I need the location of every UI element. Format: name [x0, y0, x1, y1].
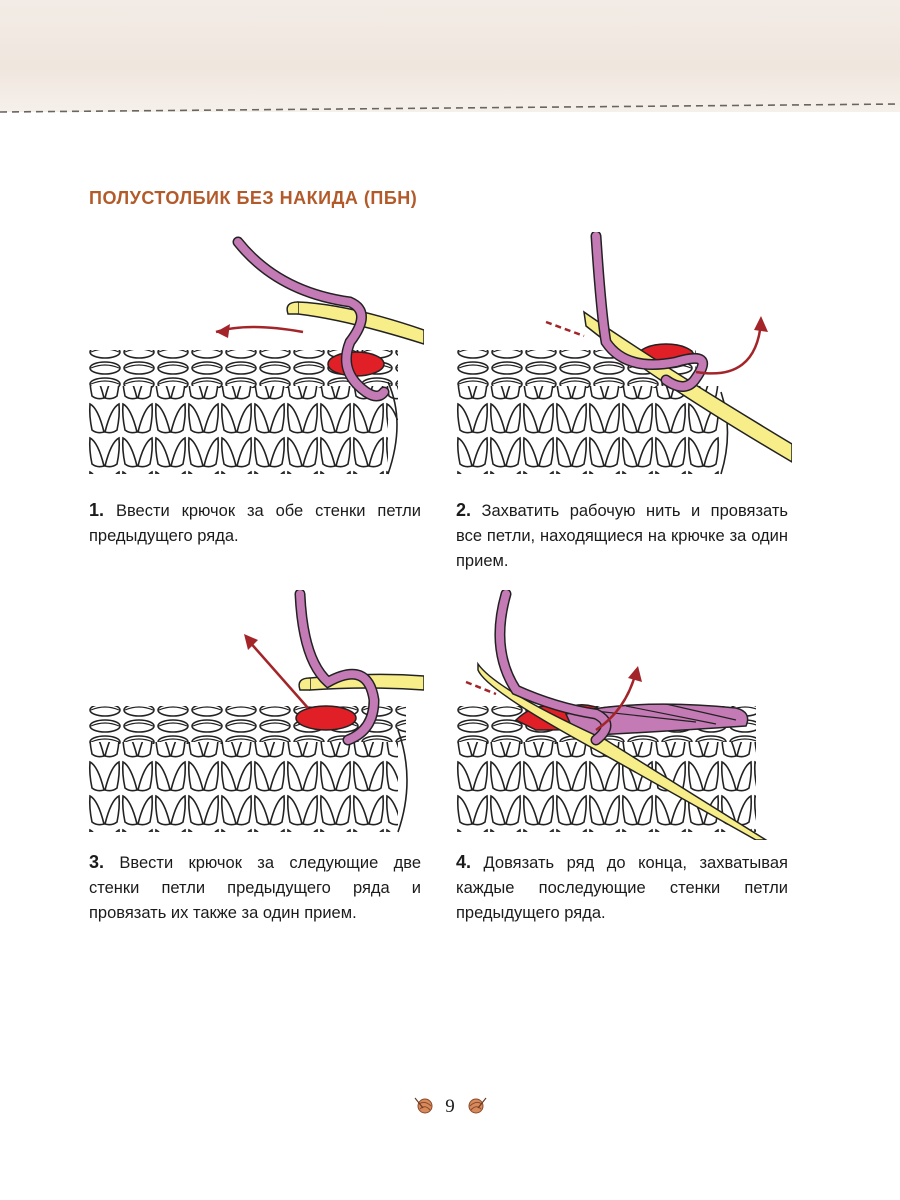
step-4-illustration: [456, 590, 792, 840]
page-number: 9: [445, 1096, 455, 1118]
step-text: Довязать ряд до конца, захватывая каждые…: [456, 854, 788, 922]
step-number: 1.: [89, 500, 105, 520]
step-text: Ввести крючок за обе стенки петли предыд…: [89, 502, 421, 545]
yarn-ball-icon: [413, 1096, 435, 1120]
step-1-illustration: [88, 232, 424, 487]
step-2-illustration: [456, 232, 792, 487]
header-band: [0, 0, 900, 112]
page-footer: 9: [0, 1096, 900, 1120]
step-text: Ввести крючок за следующие две стенки пе…: [89, 854, 421, 922]
step-number: 4.: [456, 852, 472, 872]
yarn-ball-icon: [466, 1096, 488, 1120]
section-title: ПОЛУСТОЛБИК БЕЗ НАКИДА (ПБН): [89, 188, 418, 208]
step-number: 2.: [456, 500, 472, 520]
step-4-caption: 4. Довязать ряд до конца, захватывая каж…: [456, 850, 788, 926]
header-dashed-line: [0, 103, 900, 113]
step-text: Захватить рабочую нить и провязать все п…: [456, 502, 788, 570]
step-2-caption: 2. Захватить рабочую нить и провязать вс…: [456, 498, 788, 574]
step-3-caption: 3. Ввести крючок за следующие две стенки…: [89, 850, 421, 926]
step-number: 3.: [89, 852, 105, 872]
step-3-illustration: [88, 590, 424, 840]
step-1-caption: 1. Ввести крючок за обе стенки петли пре…: [89, 498, 421, 549]
